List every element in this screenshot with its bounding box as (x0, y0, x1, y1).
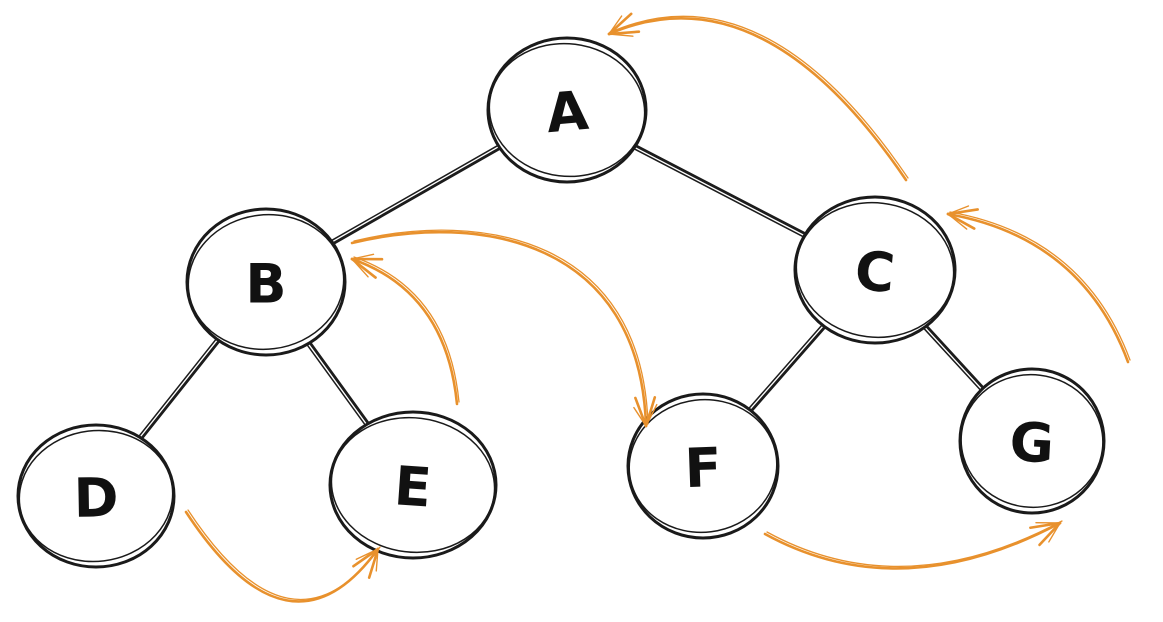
edge-line-sketch (634, 148, 804, 238)
node-B: B (185, 207, 347, 357)
node-circle-sketch-E (330, 416, 496, 554)
edge-line (925, 325, 985, 389)
arrow-B-F (350, 229, 658, 428)
arrowhead-barb-0 (367, 547, 380, 579)
arrow-shaft (350, 257, 459, 406)
arrowhead-barb-1 (1029, 521, 1062, 530)
node-circle-E (328, 410, 498, 560)
arrow-E-B (350, 253, 460, 406)
nodes-layer: A B C D E F G (16, 36, 1106, 569)
edge-A-C (634, 144, 806, 238)
node-circle-F (626, 392, 780, 540)
arrowhead-barb-1 (946, 212, 976, 230)
arrow-G-C (946, 205, 1131, 364)
node-circle-B (185, 207, 347, 357)
edge-line (750, 326, 826, 412)
node-label-G: G (1008, 410, 1056, 475)
arrowhead-barb-2 (1048, 522, 1061, 543)
arrowhead-barb-2 (633, 406, 647, 427)
edge-line-sketch (923, 328, 981, 391)
node-circle-C (793, 195, 957, 345)
node-E: E (328, 410, 498, 560)
node-circle-sketch-B (187, 213, 345, 351)
node-circle-sketch-A (488, 42, 646, 178)
edge-B-D (138, 338, 221, 440)
arrow-shaft (946, 212, 1130, 364)
node-circle-D (16, 423, 176, 569)
edge-line-sketch (306, 344, 366, 426)
arrow-shaft (350, 230, 648, 428)
arrow-F-G (763, 520, 1063, 570)
arrowhead-barb-3 (645, 403, 658, 427)
arrowhead-barb-1 (607, 30, 641, 36)
edge-B-E (306, 342, 370, 426)
node-label-F: F (684, 436, 723, 500)
arrow-shaft-sketch (766, 520, 1063, 568)
arrowhead-barb-0 (607, 12, 633, 36)
node-D: D (16, 423, 176, 569)
node-label-D: D (73, 466, 119, 530)
node-F: F (626, 392, 780, 540)
arrowhead-barb-3 (355, 548, 379, 560)
edge-line (635, 144, 806, 235)
arrowhead-barb-2 (947, 205, 970, 215)
arrow-D-E (184, 509, 381, 603)
arrow-shaft-sketch (353, 229, 649, 425)
node-label-C: C (852, 239, 897, 305)
arrowhead-barb-0 (946, 208, 979, 216)
node-C: C (793, 195, 957, 345)
node-circle-sketch-D (18, 429, 174, 563)
arrow-shaft-sketch (949, 211, 1131, 361)
arrows-layer (184, 12, 1131, 603)
node-circle-sketch-F (628, 398, 778, 534)
edge-line (140, 340, 221, 440)
arrowhead-barb-2 (608, 15, 623, 35)
arrowhead-barb-2 (375, 548, 379, 572)
node-G: G (958, 367, 1106, 515)
node-label-E: E (392, 454, 433, 519)
node-circle-G (958, 367, 1106, 515)
edge-line (309, 342, 370, 425)
node-circle-sketch-G (960, 373, 1104, 509)
edge-line-sketch (748, 324, 823, 409)
node-circle-sketch-C (795, 201, 955, 339)
arrowhead-barb-2 (351, 253, 375, 260)
edges-layer (138, 144, 985, 440)
arrow-shaft-sketch (610, 15, 909, 179)
arrow-shaft (763, 521, 1062, 570)
arrow-shaft-sketch (353, 256, 460, 403)
node-label-B: B (245, 253, 286, 316)
arrow-shaft-sketch (187, 509, 381, 601)
edge-line-sketch (331, 144, 499, 241)
node-label-A: A (544, 79, 591, 145)
edge-C-G (923, 325, 985, 391)
node-circle-A (486, 36, 648, 184)
node-A: A (486, 36, 648, 184)
arrowhead-barb-1 (352, 547, 380, 568)
arrowhead-barb-1 (644, 396, 657, 428)
arrowhead-barb-0 (1038, 521, 1062, 547)
arrow-C-A (607, 12, 909, 182)
arrowhead-barb-1 (350, 257, 377, 279)
edge-line-sketch (138, 338, 217, 437)
arrowhead-barb-3 (351, 258, 369, 278)
edge-line (332, 147, 501, 245)
arrowhead-barb-0 (634, 396, 648, 428)
edge-C-F (748, 324, 826, 412)
edge-A-B (331, 144, 501, 245)
arrowhead-barb-3 (608, 33, 634, 37)
arrow-shaft (607, 17, 908, 182)
arrowhead-barb-3 (947, 213, 968, 230)
